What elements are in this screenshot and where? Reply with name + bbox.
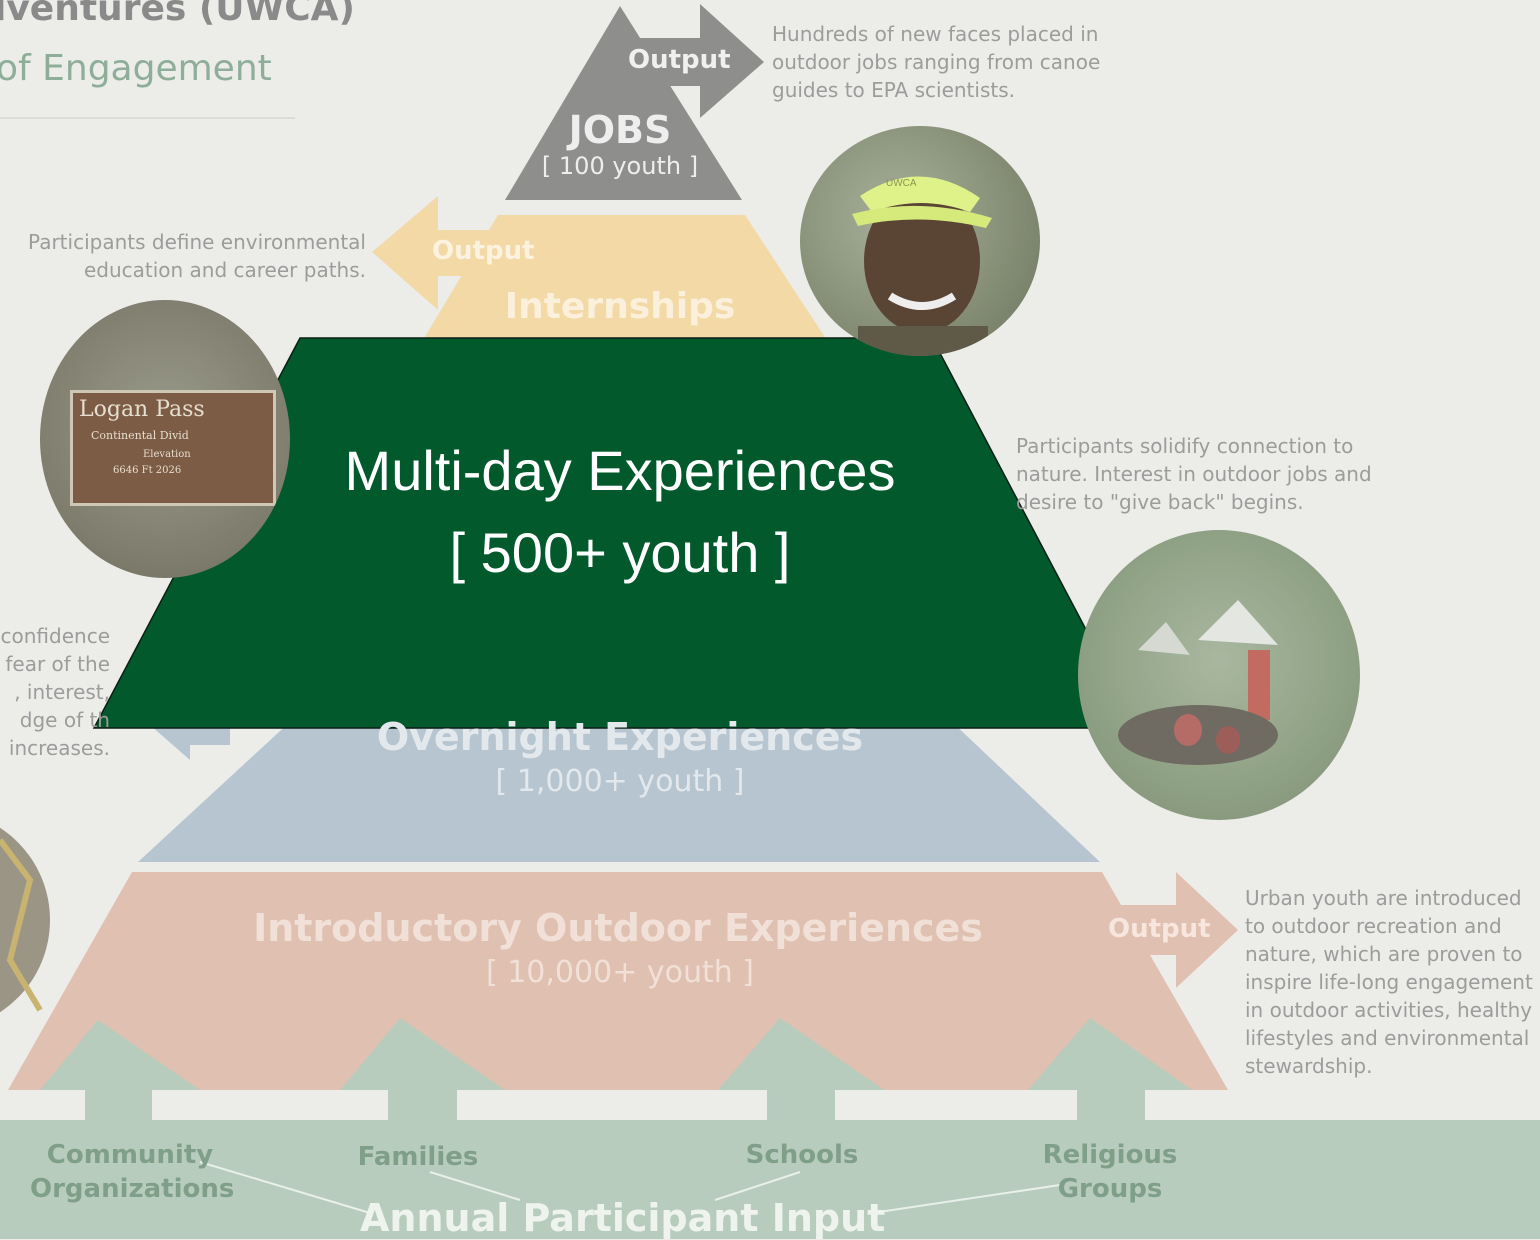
multiday-title: Multi-day Experiences: [344, 439, 896, 502]
overnight-count: [ 1,000+ youth ]: [495, 764, 745, 799]
jobs-description: Hundreds of new faces placed in outdoor …: [772, 22, 1101, 102]
internships-title: Internships: [504, 286, 736, 327]
input-arrow-schools: [718, 1018, 884, 1123]
photo-logan-pass-group: Logan Pass Continental Divid Elevation 6…: [40, 300, 290, 578]
internships-description: Participants define environmental educat…: [28, 230, 366, 282]
introductory-count: [ 10,000+ youth ]: [485, 955, 755, 990]
multiday-description: Participants solidify connection to natu…: [1016, 434, 1372, 514]
input-label-religious: Religious Groups: [1042, 1140, 1178, 1204]
introductory-description: Urban youth are introduced to outdoor re…: [1245, 886, 1533, 1078]
multiday-count: [ 500+ youth ]: [449, 521, 791, 584]
input-label-schools: Schools: [745, 1140, 859, 1170]
jobs-title: JOBS: [568, 108, 672, 152]
annual-participant-input: Annual Participant Input: [360, 1196, 886, 1240]
overnight-description-partial: confidence fear of the , interest, dge o…: [0, 624, 110, 760]
input-connector-lines: [199, 1161, 1061, 1214]
logan-sign-line2: Continental Divid: [91, 429, 189, 442]
logan-sign: Logan Pass Continental Divid Elevation 6…: [70, 390, 276, 506]
photo-campsite-art: [1118, 600, 1278, 765]
jobs-count: [ 100 youth ]: [541, 152, 699, 180]
input-arrow-families: [340, 1018, 505, 1123]
introductory-output-label: Output: [1108, 914, 1211, 944]
header-title: lventures (UWCA): [0, 0, 355, 29]
internships-output-label: Output: [432, 236, 535, 266]
photo-jobs-person: UWCA: [800, 126, 1040, 356]
overnight-title: Overnight Experiences: [376, 715, 864, 759]
introductory-tier: [8, 872, 1228, 1090]
logan-sign-line1: Logan Pass: [79, 397, 205, 422]
introductory-output-arrow: [1098, 872, 1238, 988]
logan-sign-line4: 6646 Ft 2026: [113, 465, 182, 476]
logan-sign-line3: Elevation: [143, 449, 191, 460]
introductory-title: Introductory Outdoor Experiences: [253, 906, 983, 950]
header-subtitle: of Engagement: [0, 48, 272, 89]
internships-output-arrow: [372, 196, 540, 310]
input-arrow-community: [40, 1020, 200, 1123]
photo-jobs-person-art: UWCA: [852, 176, 992, 356]
jobs-output-label: Output: [628, 45, 731, 75]
photo-campsite: [1078, 530, 1360, 820]
input-label-families: Families: [357, 1142, 479, 1172]
input-label-community: Community Organizations: [30, 1140, 235, 1204]
jobs-tier: [505, 6, 742, 200]
jobs-output-arrow: [612, 4, 764, 118]
cap-text: UWCA: [886, 178, 917, 189]
multiday-overlay-text: Multi-day Experiences [ 500+ youth ]: [230, 430, 1010, 594]
photo-left-edge: [0, 827, 50, 1013]
overnight-tier: [138, 720, 1100, 862]
input-arrow-religious: [1028, 1018, 1192, 1123]
